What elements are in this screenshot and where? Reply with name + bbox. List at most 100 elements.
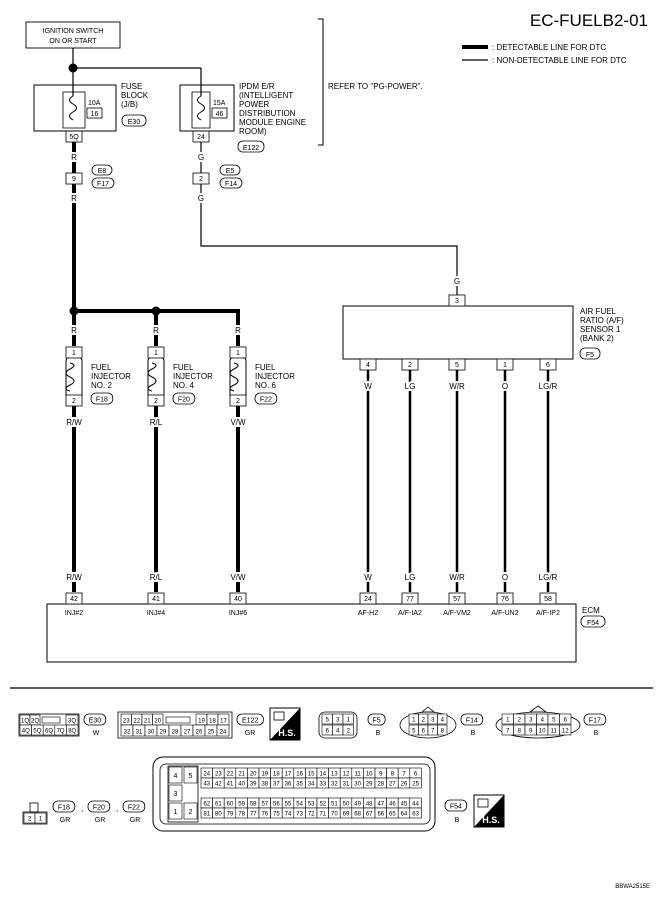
injector-terminal-bottom-number: 2 [154,398,158,405]
wire-color-sensor: LG/R [539,573,558,582]
svg-text:G: G [454,277,460,286]
ecm-terminal-number: 77 [406,596,414,603]
pin-number: 3 [529,718,533,724]
pin-number: 20 [154,719,161,725]
pin-number: 4 [174,773,178,780]
svg-text:,: , [116,804,118,813]
pin-number: 50 [343,802,350,808]
svg-text:GR: GR [130,817,141,824]
wire-color-sensor: W/R [449,382,465,391]
ecm-terminal-number: 40 [234,596,242,603]
pin-number: 26 [196,730,203,736]
svg-text:,: , [81,804,83,813]
svg-text:GR: GR [60,817,71,824]
pin-number: 1 [412,718,416,724]
pin-number: 8 [391,772,395,778]
af-sensor-terminal-number: 6 [546,362,550,369]
pin-number: 9 [379,772,383,778]
pin-number: 9 [529,729,533,735]
wire-color-r: R [71,153,77,162]
svg-text:F17: F17 [97,181,109,188]
ecm-terminal-number: 24 [364,596,372,603]
injector-terminal-top-number: 1 [236,350,240,357]
connector-f17-id [583,713,607,726]
svg-text:ON OR START: ON OR START [49,38,97,45]
pin-number: 11 [551,729,558,735]
pin-number: 24 [203,772,210,778]
pin-number: 68 [354,812,361,818]
injector-coil-icon [147,362,157,392]
connector-injector-id-label: F22 [128,805,140,812]
pin [437,724,448,736]
pin-number: 2 [518,718,522,724]
pin-number: 12 [562,729,569,735]
svg-text:R: R [71,194,77,203]
pin-number: 21 [144,719,151,725]
pin-number: 5 [412,729,416,735]
pin-number: 27 [184,730,191,736]
pin-number: 18 [209,719,216,725]
ecm-terminal-name: A/F-UN2 [491,610,518,617]
connector-e30-id-label: E30 [89,718,102,725]
pin-number: 30 [354,782,361,788]
wire-color-r: R [153,326,159,335]
pin [168,784,183,802]
pin-number: 72 [308,812,315,818]
pin-number: 36 [285,782,292,788]
pin [409,777,422,789]
injector-connector-label: F18 [96,397,108,404]
pin-number: 77 [250,812,257,818]
ecm-terminal-name: INJ#6 [229,610,247,617]
connector-e30-id [83,713,107,726]
pin-number: 21 [238,772,245,778]
pin-number: 4 [336,729,340,735]
harness-side-icon: H.S. [473,794,505,828]
ecm-terminal [147,592,165,605]
svg-text:GR: GR [245,730,256,737]
ecm-terminals: 42INJ#241INJ#440INJ#624AF-H277A/F-IA257A… [65,592,560,617]
pin-number: 10 [366,772,373,778]
wire-color-injector: R/W [66,573,82,582]
connector-injector-id-label: F20 [93,805,105,812]
harness-side-icon: H.S. [269,707,301,741]
pin-number: 56 [273,802,280,808]
ecm-terminal-name: A/F-VM2 [443,610,471,617]
ecm-terminal-number: 57 [453,596,461,603]
pin-number: 35 [296,782,303,788]
refer-note: REFER TO "PG-POWER". [328,82,423,91]
pin-number: 12 [343,772,350,778]
pin-number: 23 [123,719,130,725]
pin-number: 1Q [21,719,29,725]
legend-non-detectable-label: : NON-DETECTABLE LINE FOR DTC [492,56,627,65]
af-sensor-terminal-number: 4 [366,362,370,369]
pin-number: 22 [227,772,234,778]
wire-color-injector: V/W [230,418,246,427]
svg-text:B: B [455,817,460,824]
pin-number: 58 [250,802,257,808]
ecm-terminal [359,592,377,605]
pin-number: 70 [331,812,338,818]
pin-number: 5 [552,718,556,724]
pin-number: 28 [377,782,384,788]
pin-number: 78 [238,812,245,818]
injector-terminal-bottom-number: 2 [236,398,240,405]
ecm-terminal [539,592,557,605]
injector-coil-icon [65,362,75,392]
pin-number: 3 [431,718,435,724]
pin-number: 1 [174,809,178,816]
pin-number: 39 [250,782,257,788]
ecm-terminal-name: INJ#4 [147,610,165,617]
wire-color-injector: R/W [66,418,82,427]
connector-f14-id [460,713,484,726]
svg-text:G: G [198,153,204,162]
pin-number: 51 [331,802,338,808]
pin [559,713,572,725]
af-sensor-connector: F5 [586,352,594,359]
pin-number: 3 [336,718,340,724]
pin-number: 6 [564,718,568,724]
